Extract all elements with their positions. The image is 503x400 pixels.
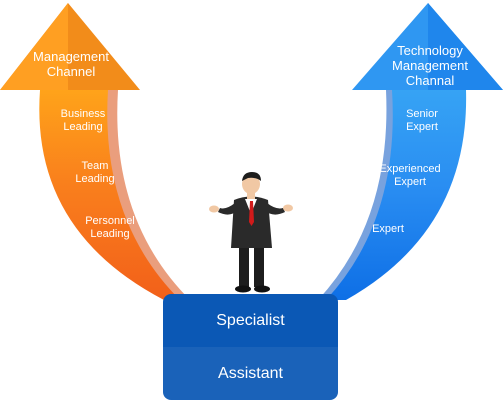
specialist-box: Specialist [163, 294, 338, 347]
technology-channel-arrow [318, 3, 503, 300]
level-business-leading: Business Leading [60, 108, 106, 133]
assistant-box: Assistant [163, 347, 338, 400]
management-channel-arrow [0, 3, 190, 300]
level-personnel-leading: Personnel Leading [85, 215, 135, 240]
level-team-leading: Team Leading [75, 160, 115, 185]
level-expert: Expert [372, 223, 404, 235]
level-senior-expert: Senior Expert [406, 108, 438, 133]
management-channel-title: Management Channel [33, 49, 109, 79]
level-experienced-expert: Experienced Expert [379, 163, 441, 188]
technology-channel-title: Technology Management Channal [392, 43, 468, 88]
businessman-icon [209, 172, 293, 293]
